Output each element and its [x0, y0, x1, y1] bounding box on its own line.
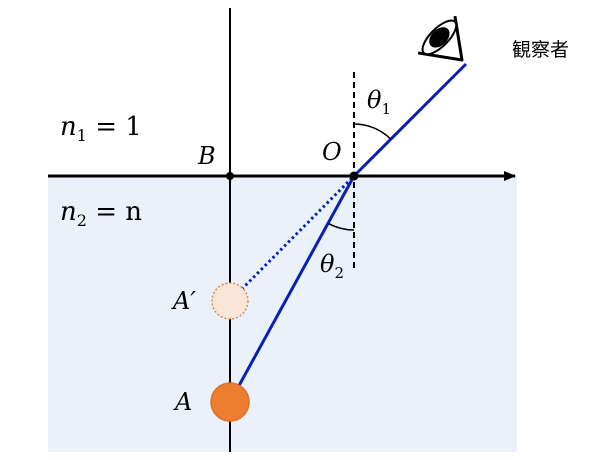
point-o-dot — [349, 171, 359, 181]
n1-label: n1 = 1 — [60, 112, 142, 145]
image-a-prime — [211, 282, 249, 320]
observer-ray — [352, 62, 468, 178]
theta2-label: θ2 — [320, 250, 344, 282]
point-b-dot — [226, 172, 234, 180]
refracted-ray — [228, 175, 356, 403]
observer-label: 観察者 — [512, 39, 569, 61]
water-region — [48, 176, 517, 452]
theta1-arc — [353, 123, 392, 140]
apparent-ray — [228, 174, 356, 303]
point-a-prime-label: A′ — [171, 287, 196, 315]
object-a — [210, 382, 250, 422]
point-o-label: O — [322, 138, 342, 166]
point-b-label: B — [197, 142, 216, 170]
point-a-label: A — [173, 388, 192, 416]
theta1-label: θ1 — [367, 86, 391, 118]
n2-label: n2 = n — [60, 197, 142, 230]
theta2-arc — [328, 223, 355, 231]
eye-icon — [417, 15, 464, 62]
